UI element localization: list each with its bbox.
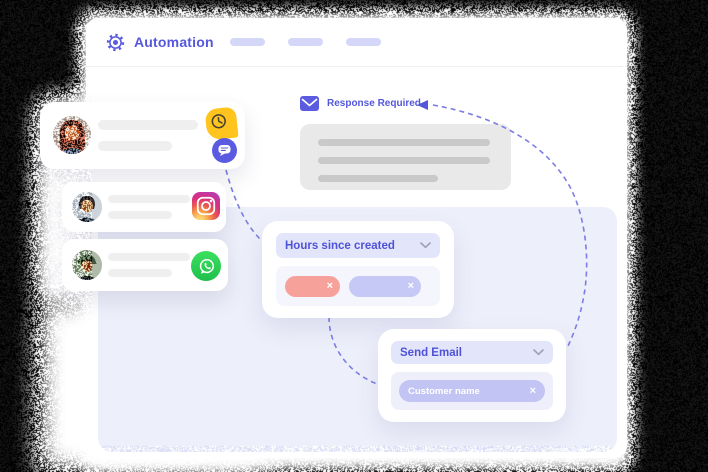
contact-card[interactable]	[40, 102, 245, 169]
text-placeholder	[108, 211, 172, 219]
nav-placeholder-pill[interactable]	[288, 38, 323, 46]
response-required-row: Response Required	[300, 96, 421, 111]
text-placeholder	[98, 141, 172, 151]
instagram-icon	[192, 192, 220, 220]
close-icon[interactable]: ×	[327, 281, 333, 292]
action-dropdown-label: Send Email	[400, 347, 462, 359]
text-placeholder	[108, 269, 172, 277]
merge-tag[interactable]: Customer name ×	[399, 380, 545, 402]
close-icon[interactable]: ×	[530, 386, 536, 397]
nav-placeholder-pill[interactable]	[230, 38, 265, 46]
close-icon[interactable]: ×	[408, 281, 414, 292]
condition-dropdown-label: Hours since created	[285, 240, 395, 252]
action-card: Send Email Customer name ×	[378, 329, 566, 422]
text-placeholder	[318, 175, 438, 182]
condition-dropdown[interactable]: Hours since created	[276, 233, 440, 258]
app-header: Automation	[86, 18, 627, 67]
merge-tag-label: Customer name	[408, 386, 480, 397]
chevron-down-icon	[533, 349, 544, 356]
condition-tags-box: × ×	[276, 266, 440, 306]
text-placeholder	[108, 195, 190, 203]
app-title: Automation	[134, 34, 214, 50]
chevron-down-icon	[420, 242, 431, 249]
merge-tag-box: Customer name ×	[391, 372, 553, 410]
chat-bubble-icon	[212, 138, 237, 163]
avatar	[72, 192, 102, 222]
tag-red[interactable]: ×	[285, 276, 340, 297]
text-placeholder	[318, 139, 490, 146]
clock-icon	[204, 106, 238, 140]
tag-purple[interactable]: ×	[349, 276, 421, 297]
avatar	[72, 250, 102, 280]
response-required-label: Response Required	[327, 98, 421, 109]
contact-card[interactable]	[62, 182, 226, 232]
contact-card[interactable]	[62, 239, 228, 291]
avatar	[53, 116, 91, 154]
nav-placeholder-group	[230, 38, 381, 46]
gear-icon	[106, 33, 125, 52]
text-placeholder	[108, 253, 190, 261]
email-preview-card	[300, 124, 511, 190]
nav-placeholder-pill[interactable]	[346, 38, 381, 46]
whatsapp-icon	[191, 251, 221, 281]
text-placeholder	[98, 120, 198, 130]
envelope-icon	[300, 96, 319, 111]
text-placeholder	[318, 157, 490, 164]
action-dropdown[interactable]: Send Email	[391, 341, 553, 364]
condition-card: Hours since created × ×	[262, 221, 454, 318]
